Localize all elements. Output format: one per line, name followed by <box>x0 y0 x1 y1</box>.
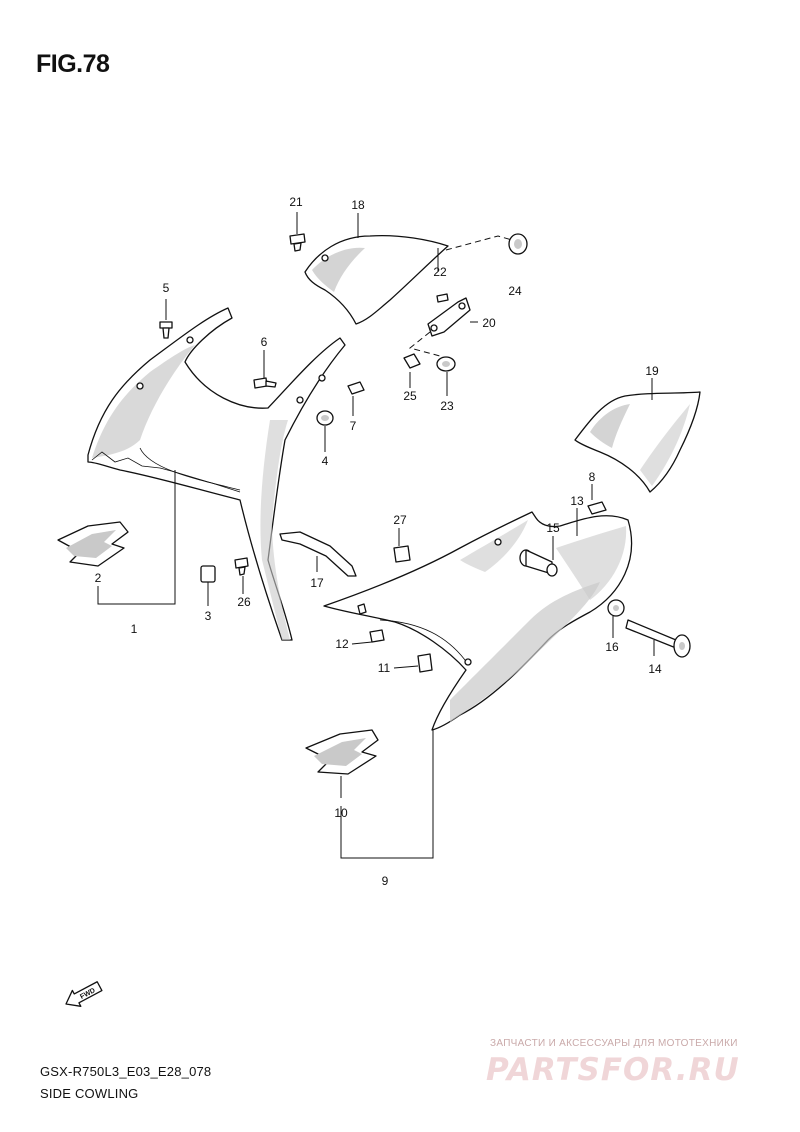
callout-26: 26 <box>237 595 251 609</box>
grommet-4 <box>316 410 334 426</box>
callout-10: 10 <box>334 806 348 820</box>
side-panel-19 <box>574 391 701 493</box>
leader-lines <box>97 212 655 859</box>
callout-6: 6 <box>261 335 268 349</box>
callout-12: 12 <box>335 637 349 651</box>
grommet-24 <box>508 233 528 255</box>
callout-13: 13 <box>570 494 584 508</box>
tape-8 <box>587 501 607 515</box>
callout-3: 3 <box>205 609 212 623</box>
callout-5: 5 <box>163 281 170 295</box>
callout-8: 8 <box>589 470 596 484</box>
callout-2: 2 <box>95 571 102 585</box>
grommet-23 <box>436 356 456 372</box>
watermark-brand: PARTSFOR.RU <box>486 1052 740 1088</box>
callout-1: 1 <box>131 622 138 636</box>
callout-21: 21 <box>289 195 303 209</box>
tape-11 <box>417 653 433 673</box>
callout-4: 4 <box>322 454 329 468</box>
callout-15: 15 <box>546 521 560 535</box>
figure-title: FIG.78 <box>36 50 110 78</box>
screw-6 <box>253 377 277 389</box>
cowling-strip-17 <box>279 531 357 577</box>
clip-7 <box>347 381 365 395</box>
tape-25 <box>403 353 421 369</box>
callout-19: 19 <box>645 364 659 378</box>
callout-16: 16 <box>605 640 619 654</box>
fwd-arrow-icon: FWD <box>65 981 103 1007</box>
tape-27 <box>393 545 411 563</box>
screw-22 <box>436 293 449 303</box>
callout-23: 23 <box>440 399 454 413</box>
section-title: SIDE COWLING <box>40 1086 139 1101</box>
callout-22: 22 <box>433 265 447 279</box>
callout-9: 9 <box>382 874 389 888</box>
screw-5 <box>159 321 173 339</box>
bolt-14 <box>625 619 691 658</box>
side-cowling-left-upper <box>87 307 346 641</box>
screw-12 <box>357 603 385 643</box>
collar-15 <box>519 549 558 577</box>
callout-17: 17 <box>310 576 324 590</box>
screw-21 <box>289 233 306 252</box>
callout-24: 24 <box>508 284 522 298</box>
callout-20: 20 <box>482 316 496 330</box>
callout-7: 7 <box>350 419 357 433</box>
callout-27: 27 <box>393 513 407 527</box>
callout-18: 18 <box>351 198 365 212</box>
callout-25: 25 <box>403 389 417 403</box>
callout-14: 14 <box>648 662 662 676</box>
bracket-20 <box>427 297 471 337</box>
emblem-10 <box>305 729 379 775</box>
callout-labels: 1 2 3 4 5 6 7 8 9 10 11 12 13 14 15 16 1… <box>95 195 662 888</box>
model-code: GSX-R750L3_E03_E28_078 <box>40 1064 212 1079</box>
screw-26 <box>234 557 249 576</box>
tape-3 <box>200 565 216 583</box>
watermark-tagline: ЗАПЧАСТИ И АКСЕССУАРЫ ДЛЯ МОТОТЕХНИКИ <box>490 1038 738 1049</box>
lower-cowling-9 <box>323 511 633 731</box>
grommet-16 <box>607 599 625 617</box>
inner-panel-18 <box>304 234 449 325</box>
emblem-2 <box>57 521 129 567</box>
callout-11: 11 <box>378 661 391 675</box>
